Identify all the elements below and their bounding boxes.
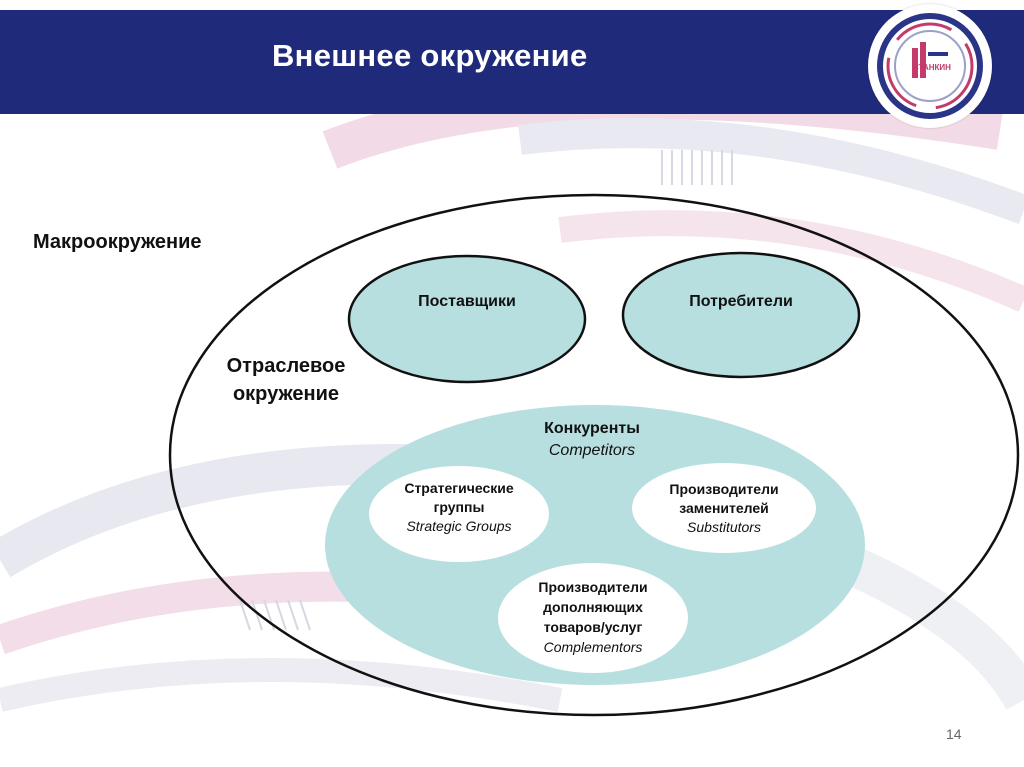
complementors-line3: товаров/услуг — [543, 619, 643, 635]
substitutors-line1: Производители — [669, 481, 779, 497]
industry-label-line2: окружение — [232, 383, 340, 405]
slide-title: Внешнее окружение — [272, 38, 588, 73]
strategic-groups-line2: группы — [433, 499, 485, 515]
macro-environment-label: Макроокружение — [33, 231, 202, 253]
strategic-groups-ellipse — [369, 466, 549, 562]
slide-header: Внешнее окружение — [0, 10, 1024, 114]
strategic-groups-label: Стратегические группы Strategic Groups — [369, 479, 549, 536]
complementors-subtitle: Complementors — [543, 639, 643, 655]
strategic-groups-subtitle: Strategic Groups — [406, 518, 512, 534]
suppliers-ellipse — [347, 254, 587, 384]
industry-label-line1: Отраслевое — [226, 355, 346, 377]
substitutors-line2: заменителей — [679, 500, 769, 516]
substitutors-ellipse — [632, 463, 816, 553]
logo-emblem-icon: СТАНКИН — [877, 13, 983, 119]
complementors-ellipse — [498, 563, 688, 673]
industry-environment-label: Отраслевое окружение — [200, 352, 372, 408]
macro-environment-ellipse — [168, 193, 1020, 717]
consumers-ellipse — [621, 251, 861, 379]
suppliers-label: Поставщики — [418, 293, 516, 310]
strategic-groups-line1: Стратегические — [404, 480, 514, 496]
substitutors-subtitle: Substitutors — [687, 519, 761, 535]
complementors-label: Производители дополняющих товаров/услуг … — [503, 577, 683, 657]
competitors-subtitle: Competitors — [548, 442, 636, 459]
complementors-line1: Производители — [538, 579, 648, 595]
complementors-line2: дополняющих — [543, 599, 643, 615]
stankin-logo: СТАНКИН — [868, 4, 992, 128]
competitors-title: Конкуренты — [544, 420, 640, 437]
competitors-label: Конкуренты Competitors — [492, 418, 692, 462]
logo-text: СТАНКИН — [913, 63, 951, 72]
consumers-label: Потребители — [689, 293, 793, 310]
substitutors-label: Производители заменителей Substitutors — [634, 480, 814, 537]
page-number: 14 — [946, 726, 962, 742]
